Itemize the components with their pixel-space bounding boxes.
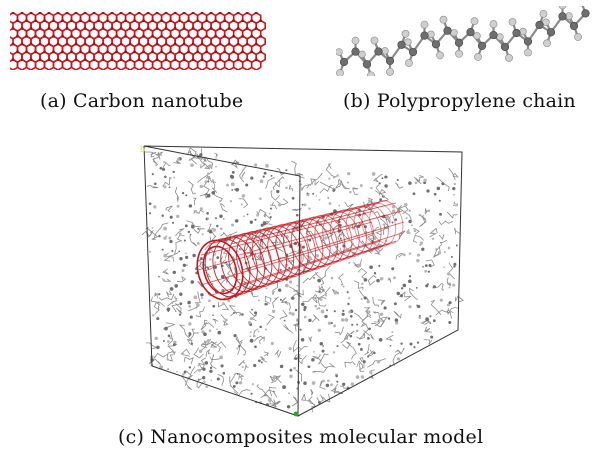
chain-atoms — [336, 6, 590, 76]
caption-c: (c) Nanocomposites molecular model — [118, 426, 484, 448]
nanotube-opening — [196, 239, 244, 301]
polypropylene-panel — [336, 6, 598, 76]
simulation-box — [143, 145, 463, 417]
axis-marker-y: b — [140, 145, 145, 154]
polypropylene-chain-image — [336, 6, 590, 76]
nanocomposite-model-image: b — [140, 145, 465, 417]
polymer-atoms — [148, 153, 458, 409]
carbon-nanotube-panel — [10, 12, 278, 70]
carbon-nanotube-image — [10, 12, 266, 70]
nanotube-lattice — [10, 12, 266, 70]
nanotube-atoms — [11, 12, 263, 61]
caption-b: (b) Polypropylene chain — [343, 90, 576, 112]
polymer-matrix — [141, 147, 465, 413]
nanocomposite-panel: b — [130, 140, 470, 420]
caption-a: (a) Carbon nanotube — [40, 90, 244, 112]
embedded-nanotube — [196, 199, 405, 301]
axis-marker-z — [293, 411, 299, 417]
